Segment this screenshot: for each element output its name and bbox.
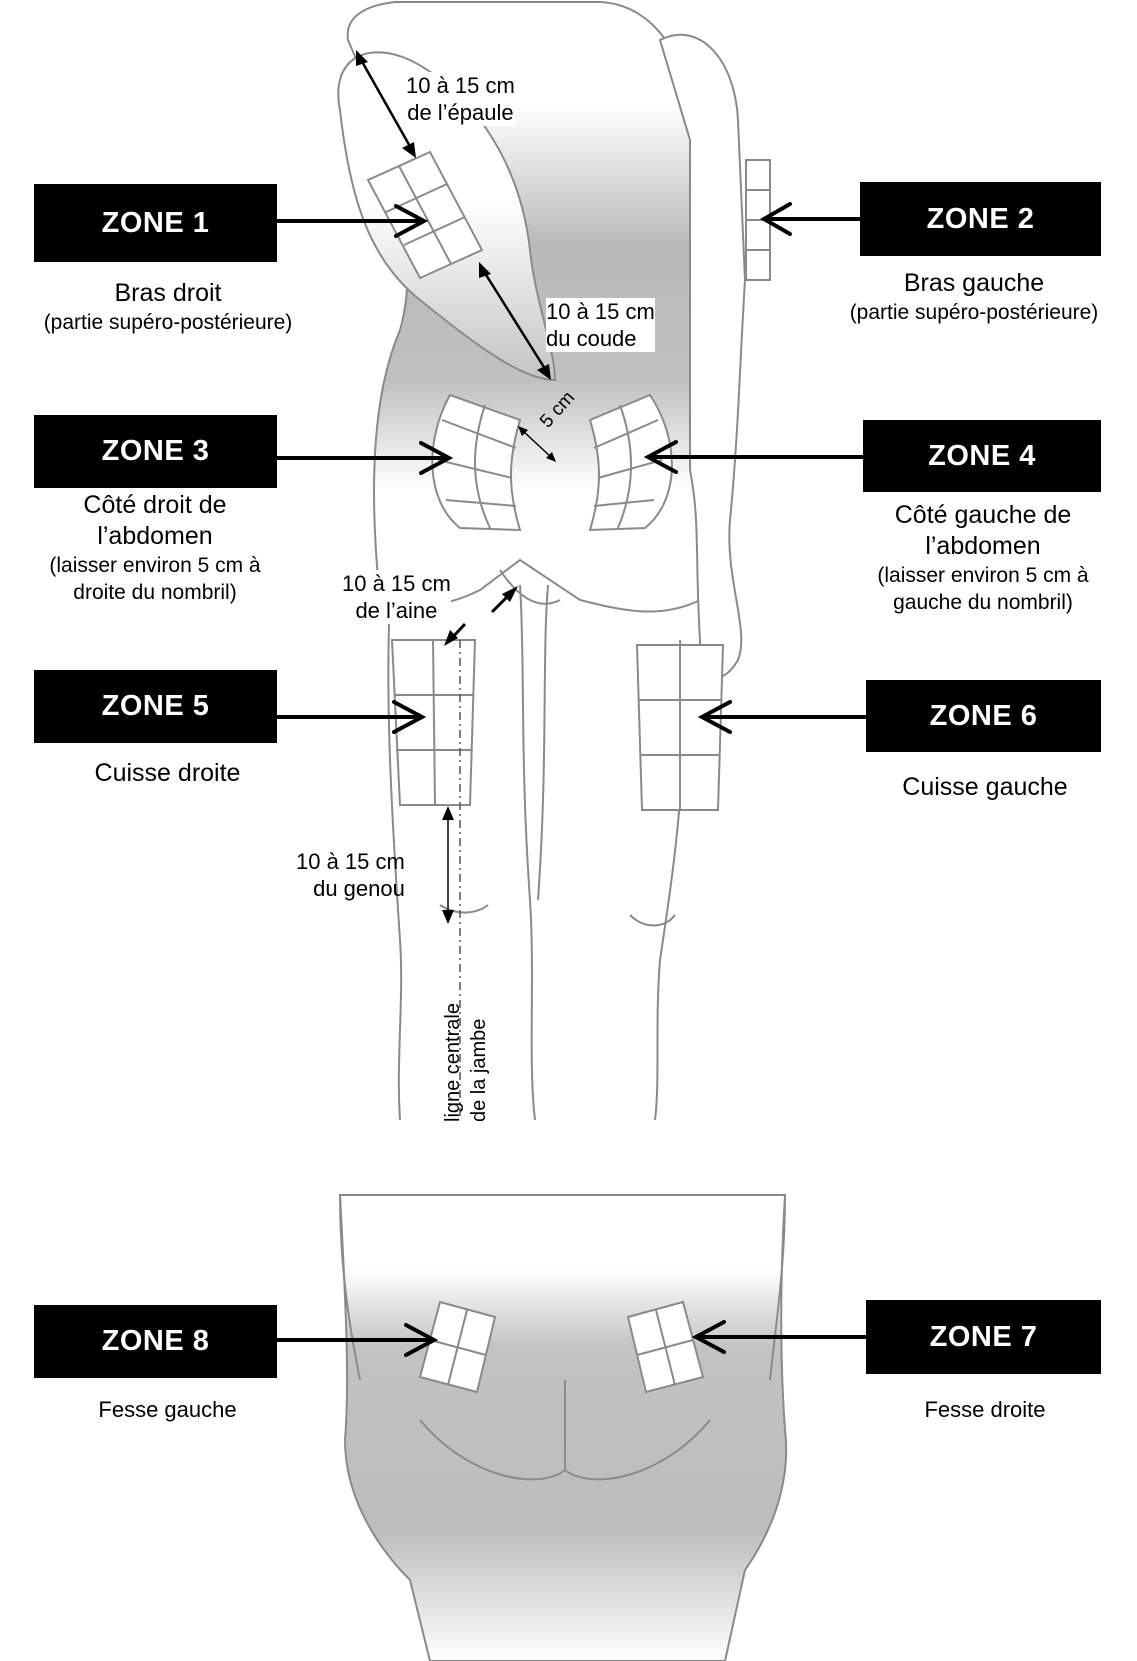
zone-2-caption: Bras gauche (partie supéro-postérieure) <box>813 268 1135 326</box>
zone-4-note-2: gauche du nombril) <box>838 589 1128 616</box>
zone-1-title: Bras droit <box>0 278 336 309</box>
zone-4-caption: Côté gauche de l’abdomen (laisser enviro… <box>838 500 1128 616</box>
shoulder-distance-1: 10 à 15 cm <box>406 72 515 99</box>
injection-grid-zone-5 <box>392 640 475 805</box>
back-shape <box>340 1195 786 1661</box>
leg-center-line-label: ligne centrale de la jambe <box>440 1003 492 1122</box>
knee-distance-1: 10 à 15 cm <box>296 848 405 875</box>
zone-8-label: ZONE 8 <box>102 1325 210 1358</box>
zone-5-title: Cuisse droite <box>20 758 315 789</box>
zone-6-box: ZONE 6 <box>866 680 1101 752</box>
zone-3-note-2: droite du nombril) <box>0 579 310 606</box>
zone-5-label: ZONE 5 <box>102 690 210 723</box>
zone-6-label: ZONE 6 <box>930 700 1038 733</box>
injection-grid-zone-3 <box>432 395 520 530</box>
zone-4-title-1: Côté gauche de <box>838 500 1128 531</box>
zone-2-box: ZONE 2 <box>860 182 1101 256</box>
groin-distance-1: 10 à 15 cm <box>342 570 451 597</box>
zone-4-label: ZONE 4 <box>928 440 1036 473</box>
zone-2-note: (partie supéro-postérieure) <box>813 299 1135 326</box>
zone-3-note-1: (laisser environ 5 cm à <box>0 552 310 579</box>
zone-5-box: ZONE 5 <box>34 670 277 743</box>
zone-4-title-2: l’abdomen <box>838 531 1128 562</box>
inner-leg-right <box>520 585 535 1120</box>
zone-3-label: ZONE 3 <box>102 435 210 468</box>
zone-3-title-2: l’abdomen <box>0 521 310 552</box>
zone-8-title: Fesse gauche <box>20 1394 315 1425</box>
zone-1-box: ZONE 1 <box>34 184 277 262</box>
elbow-distance-2: du coude <box>546 325 655 352</box>
zone-8-box: ZONE 8 <box>34 1305 277 1378</box>
zone-7-title: Fesse droite <box>850 1394 1120 1425</box>
zone-8-caption: Fesse gauche <box>20 1394 315 1425</box>
back-body <box>340 1195 786 1661</box>
zone-2-title: Bras gauche <box>813 268 1135 299</box>
zone-7-label: ZONE 7 <box>930 1321 1038 1354</box>
zone-4-box: ZONE 4 <box>863 420 1101 492</box>
zone-4-note-1: (laisser environ 5 cm à <box>838 562 1128 589</box>
knee-distance-2: du genou <box>296 875 405 902</box>
groin-distance-2: de l’aine <box>342 597 451 624</box>
shoulder-distance-2: de l’épaule <box>406 99 515 126</box>
leg-center-line-1: ligne centrale <box>440 1003 466 1122</box>
groin-distance-label: 10 à 15 cm de l’aine <box>342 570 451 624</box>
zone-3-box: ZONE 3 <box>34 415 277 488</box>
zone-7-box: ZONE 7 <box>866 1300 1101 1374</box>
elbow-distance-label: 10 à 15 cm du coude <box>546 298 655 352</box>
elbow-distance-1: 10 à 15 cm <box>546 298 655 325</box>
zone-7-caption: Fesse droite <box>850 1394 1120 1425</box>
zone-1-label: ZONE 1 <box>102 207 210 240</box>
leg-center-line-2: de la jambe <box>466 1003 492 1122</box>
shoulder-distance-label: 10 à 15 cm de l’épaule <box>406 72 515 126</box>
zone-3-caption: Côté droit de l’abdomen (laisser environ… <box>0 490 310 606</box>
zone-3-title-1: Côté droit de <box>0 490 310 521</box>
inner-leg-left <box>538 585 548 900</box>
knee-mark-left <box>630 915 675 926</box>
knee-distance-label: 10 à 15 cm du genou <box>296 848 405 902</box>
zone-6-title: Cuisse gauche <box>850 772 1120 803</box>
zone-2-label: ZONE 2 <box>927 203 1035 236</box>
zone-1-note: (partie supéro-postérieure) <box>0 309 336 336</box>
zone-6-caption: Cuisse gauche <box>850 772 1120 803</box>
injection-grid-zone-6 <box>637 645 723 810</box>
zone-5-caption: Cuisse droite <box>20 758 315 789</box>
zone-1-caption: Bras droit (partie supéro-postérieure) <box>0 278 336 336</box>
